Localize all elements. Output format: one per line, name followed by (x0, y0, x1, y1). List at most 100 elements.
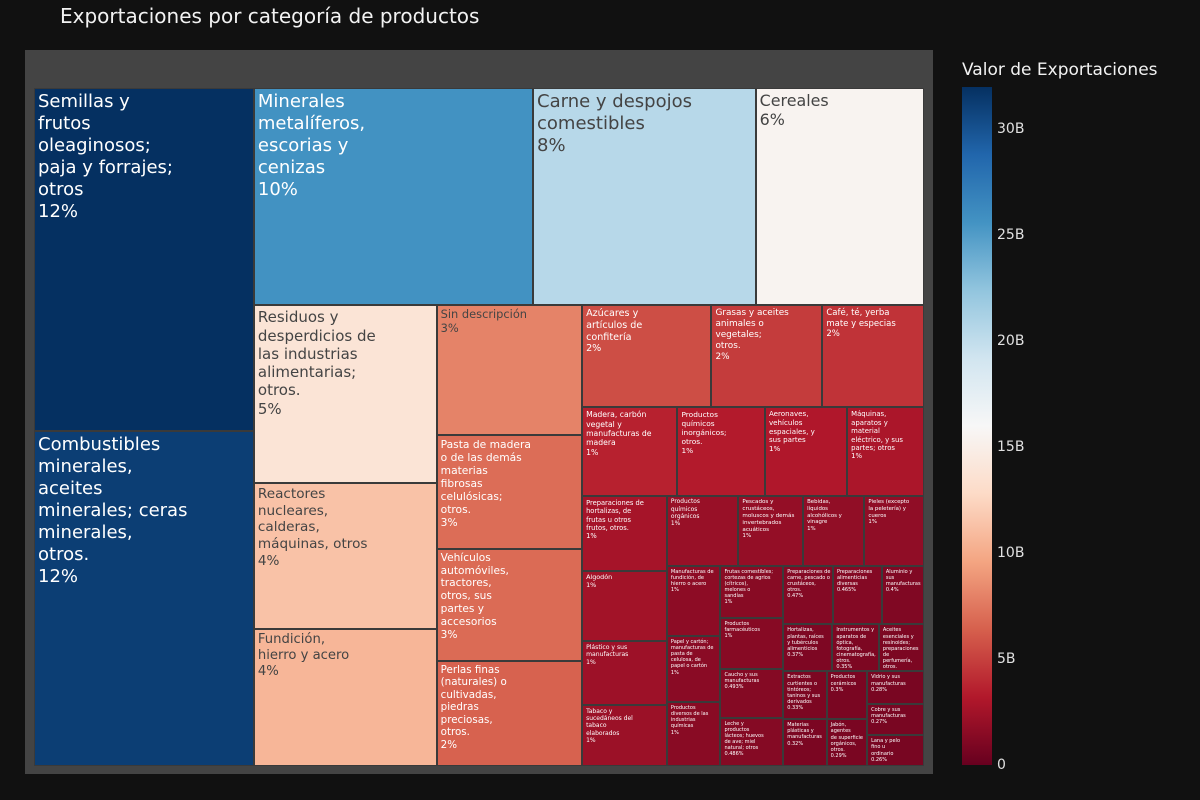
treemap-tile[interactable]: Papel y cartón; manufacturas de pasta de… (666, 636, 721, 703)
treemap-tile[interactable]: Máquinas, aparatos y material eléctrico,… (847, 407, 924, 497)
treemap-tile-label: Hortalizas, plantas, raíces y tubérculos… (787, 627, 824, 658)
colorbar-tick-label: 20B (997, 333, 1025, 350)
treemap-tile-label: Minerales metalíferos, escorias y ceniza… (257, 91, 366, 200)
treemap-tile[interactable]: Pasta de madera o de las demás materias … (436, 435, 583, 549)
treemap-tile[interactable]: Extractos curtientes o tintóreos; tanino… (783, 671, 827, 720)
treemap-tile[interactable]: Materias plásticas y manufacturas 0.32% (783, 719, 827, 766)
colorbar-tick-label: 15B (997, 439, 1025, 456)
treemap-tile-label: Grasas y aceites animales o vegetales; o… (715, 308, 789, 362)
treemap-tile[interactable]: Bebidas, líquidos alcohólicos y vinagre … (803, 496, 865, 566)
treemap-tile-label: Máquinas, aparatos y material eléctrico,… (851, 410, 903, 461)
treemap-tile[interactable]: Algodón 1% (582, 571, 667, 641)
treemap-tile[interactable]: Pescados y crustáceos, moluscos y demás … (738, 496, 804, 566)
treemap-tile[interactable]: Madera, carbón vegetal y manufacturas de… (582, 407, 678, 497)
treemap-tile[interactable]: Reactores nucleares, calderas, máquinas,… (253, 483, 437, 630)
treemap-tile-label: Aeronaves, vehículos espaciales, y sus p… (768, 409, 815, 453)
chart-title: Exportaciones por categoría de productos (60, 4, 480, 28)
treemap-tile[interactable]: Pieles (excepto la peletería) y cueros 1… (864, 496, 924, 566)
treemap-tile[interactable]: Aluminio y sus manufacturas 0.4% (881, 565, 924, 625)
treemap-tile-label: Instrumentos y aparatos de óptica, fotog… (836, 627, 876, 670)
treemap-tile-label: Leche y productos lácteos; huevos de ave… (724, 720, 764, 758)
treemap-tile[interactable]: Fundición, hierro y acero 4% (253, 629, 437, 766)
colorbar-tick-label: 25B (997, 227, 1025, 244)
treemap-tile[interactable]: Productos farmacéuticos 1% (720, 618, 784, 669)
treemap-tile[interactable]: Productos químicos orgánicos 1% (666, 496, 739, 566)
treemap-tile[interactable]: Frutas comestibles; cortezas de agrios (… (720, 565, 784, 619)
treemap-tile[interactable]: Preparaciones alimenticias diversas 0.46… (832, 565, 882, 625)
treemap-tile[interactable]: Hortalizas, plantas, raíces y tubérculos… (783, 624, 833, 672)
treemap-tile-label: Pasta de madera o de las demás materias … (440, 438, 531, 530)
treemap-tile[interactable]: Sin descripción 3% (436, 305, 583, 435)
treemap-tile[interactable]: Aceites esenciales y resinoides; prepara… (878, 624, 924, 672)
treemap-tile-label: Semillas y frutos oleaginosos; paja y fo… (38, 91, 173, 222)
treemap-tile-label: Jabón, agentes de superficie orgánicos, … (830, 722, 863, 759)
colorbar-tick-label: 30B (997, 121, 1025, 138)
treemap-tile[interactable]: Cereales 6% (755, 88, 924, 306)
treemap-tile[interactable]: Combustibles minerales, aceites minerale… (34, 431, 254, 766)
treemap-tile-label: Aceites esenciales y resinoides; prepara… (882, 627, 919, 670)
treemap-tile-label: Carne y despojos comestibles 8% (537, 91, 692, 156)
treemap-tile[interactable]: Carne y despojos comestibles 8% (533, 88, 756, 306)
treemap-tile[interactable]: Semillas y frutos oleaginosos; paja y fo… (34, 88, 254, 432)
treemap-tile[interactable]: Tabaco y sucedáneos del tabaco elaborado… (582, 704, 667, 766)
treemap-tile-label: Madera, carbón vegetal y manufacturas de… (586, 410, 652, 457)
treemap-tile[interactable]: Perlas finas (naturales) o cultivadas, p… (436, 660, 583, 766)
treemap-tile-label: Papel y cartón; manufacturas de pasta de… (670, 639, 714, 676)
treemap-tile[interactable]: Manufacturas de fundición, de hierro o a… (666, 565, 721, 637)
treemap-tile[interactable]: Productos cerámicos 0.3% (826, 671, 868, 720)
treemap-tile-label: Pieles (excepto la peletería) y cueros 1… (868, 499, 910, 526)
treemap-tile-label: Pescados y crustáceos, moluscos y demás … (742, 499, 795, 540)
colorbar-title: Valor de Exportaciones (962, 60, 1158, 80)
treemap-tile-label: Residuos y desperdicios de las industria… (257, 308, 376, 418)
treemap-tile-label: Bebidas, líquidos alcohólicos y vinagre … (807, 499, 842, 532)
treemap-tile-label: Frutas comestibles; cortezas de agrios (… (724, 568, 774, 606)
treemap-tile-label: Preparaciones de hortalizas, de frutas u… (586, 499, 644, 540)
treemap-tile[interactable]: Vidrio y sus manufacturas 0.28% (867, 671, 924, 704)
treemap-tile[interactable]: Minerales metalíferos, escorias y ceniza… (253, 88, 533, 306)
treemap-tile[interactable]: Azúcares y artículos de confitería 2% (582, 305, 712, 408)
treemap-tile-label: Preparaciones alimenticias diversas 0.46… (836, 568, 873, 593)
treemap-tile[interactable]: Cobre y sus manufacturas 0.27% (867, 703, 924, 736)
treemap-tile-label: Vehículos automóviles, tractores, otros,… (440, 551, 509, 642)
treemap-tile-label: Manufacturas de fundición, de hierro o a… (670, 568, 714, 594)
colorbar-tick-label: 10B (997, 545, 1025, 562)
treemap-tile[interactable]: Preparaciones de carne, pescado o crustá… (783, 565, 833, 625)
treemap-tile[interactable]: Instrumentos y aparatos de óptica, fotog… (832, 624, 879, 672)
colorbar (962, 87, 992, 765)
treemap-tile[interactable]: Vehículos automóviles, tractores, otros,… (436, 548, 583, 661)
treemap-tile[interactable]: Leche y productos lácteos; huevos de ave… (720, 717, 784, 766)
treemap-tile-label: Tabaco y sucedáneos del tabaco elaborado… (586, 707, 633, 745)
treemap-tile-label: Aluminio y sus manufacturas 0.4% (885, 568, 921, 593)
colorbar-tick-label: 5B (997, 651, 1016, 668)
treemap-tile[interactable]: Lana y pelo fino u ordinario 0.26% (867, 735, 924, 766)
treemap-tile-label: Combustibles minerales, aceites minerale… (38, 434, 188, 587)
treemap-tile-label: Extractos curtientes o tintóreos; tanino… (787, 674, 821, 711)
treemap-tile-label: Reactores nucleares, calderas, máquinas,… (257, 486, 368, 569)
treemap-tile[interactable]: Preparaciones de hortalizas, de frutas u… (582, 496, 667, 572)
treemap-tile-label: Perlas finas (naturales) o cultivadas, p… (440, 663, 507, 751)
treemap-tile[interactable]: Residuos y desperdicios de las industria… (253, 305, 437, 484)
treemap-tile-label: Productos cerámicos 0.3% (830, 674, 857, 693)
treemap-tile[interactable]: Plástico y sus manufacturas 1% (582, 640, 667, 705)
treemap-tile-label: Productos diversos de las industrias quí… (670, 705, 709, 736)
treemap-tile-label: Caucho y sus manufacturas 0.493% (724, 671, 760, 691)
treemap-tile-label: Fundición, hierro y acero 4% (257, 632, 350, 680)
treemap-tile[interactable]: Productos químicos inorgánicos; otros. 1… (677, 407, 765, 497)
treemap-tile[interactable]: Jabón, agentes de superficie orgánicos, … (826, 719, 868, 766)
treemap-tile-label: Productos farmacéuticos 1% (724, 621, 760, 640)
treemap-tile[interactable]: Aeronaves, vehículos espaciales, y sus p… (764, 407, 848, 497)
treemap-tile[interactable]: Grasas y aceites animales o vegetales; o… (711, 305, 823, 408)
treemap-tile-label: Sin descripción 3% (440, 307, 528, 336)
treemap-tile-label: Materias plásticas y manufacturas 0.32% (787, 722, 822, 747)
treemap-tile-label: Preparaciones de carne, pescado o crustá… (787, 568, 831, 599)
treemap-tile-label: Productos químicos orgánicos 1% (670, 499, 700, 527)
treemap-tile[interactable]: Café, té, yerba mate y especias 2% (822, 305, 924, 408)
treemap[interactable]: Semillas y frutos oleaginosos; paja y fo… (25, 50, 933, 774)
treemap-tile-label: Cereales 6% (759, 91, 829, 130)
treemap-tile-label: Azúcares y artículos de confitería 2% (586, 308, 643, 355)
treemap-tile-label: Lana y pelo fino u ordinario 0.26% (871, 738, 900, 763)
treemap-tile[interactable]: Productos diversos de las industrias quí… (666, 702, 721, 766)
colorbar-tick-label: 0 (997, 757, 1006, 773)
treemap-tile[interactable]: Caucho y sus manufacturas 0.493% (720, 668, 784, 718)
treemap-tile-label: Algodón 1% (586, 573, 613, 590)
